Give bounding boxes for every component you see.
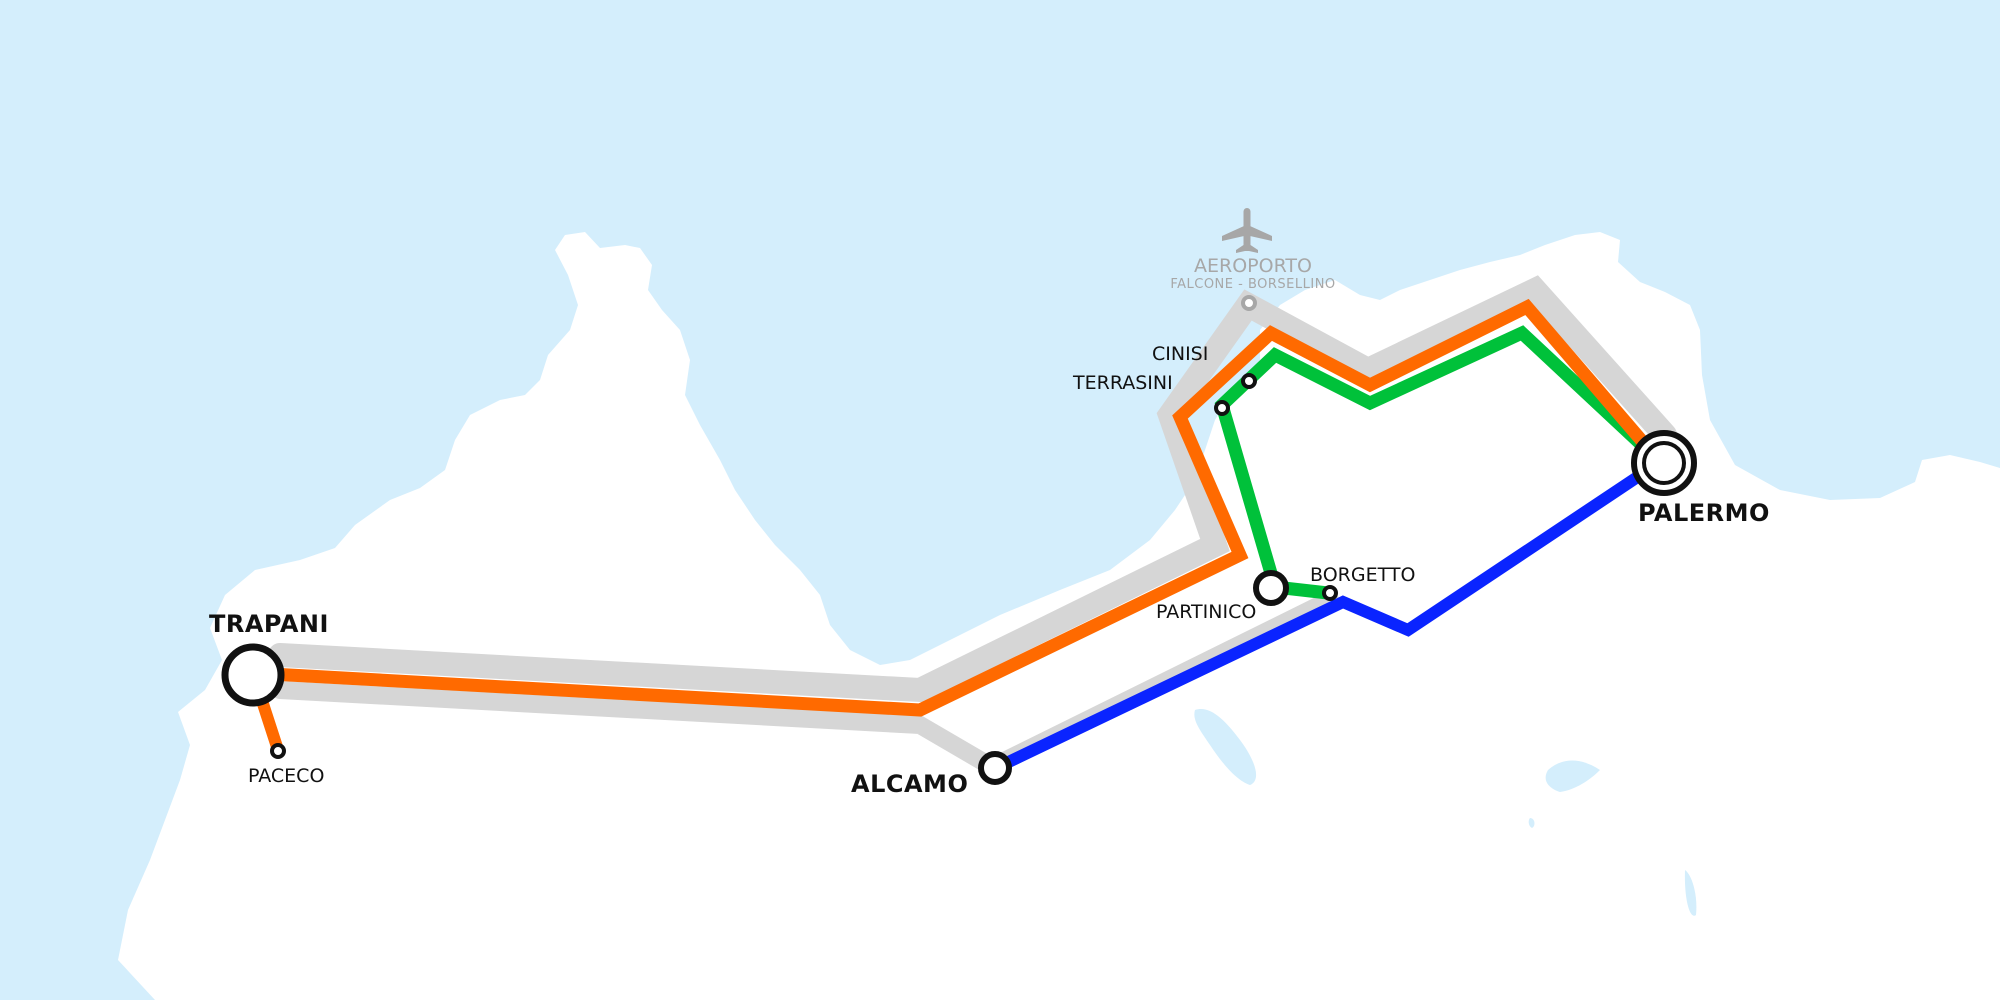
line-grey <box>268 275 1677 703</box>
station-alcamo[interactable] <box>978 751 1012 785</box>
label-trapani: TRAPANI <box>209 610 329 638</box>
label-airport-sub: FALCONE - BORSELLINO <box>1170 277 1335 292</box>
lake <box>1545 760 1600 792</box>
lake <box>1684 870 1697 916</box>
station-palermo[interactable] <box>1631 430 1697 496</box>
line-grey-airport <box>1242 296 1302 337</box>
label-terrasini: TERRASINI <box>1072 372 1173 394</box>
lake <box>1528 818 1535 828</box>
label-airport: AEROPORTO <box>1194 255 1312 277</box>
label-alcamo: ALCAMO <box>851 770 968 798</box>
station-borgetto[interactable] <box>1322 585 1338 601</box>
line-blue <box>990 456 1666 774</box>
lake <box>1194 709 1257 785</box>
station-paceco[interactable] <box>270 743 286 759</box>
airplane-icon <box>1222 208 1272 253</box>
line-orange <box>246 298 1667 717</box>
station-trapani[interactable] <box>221 643 285 707</box>
label-borgetto: BORGETTO <box>1310 564 1415 586</box>
label-paceco: PACECO <box>248 765 324 787</box>
station-cinisi[interactable] <box>1241 373 1257 389</box>
label-cinisi: CINISI <box>1152 343 1208 365</box>
station-partinico[interactable] <box>1253 570 1289 606</box>
label-partinico: PARTINICO <box>1156 601 1256 623</box>
label-palermo: PALERMO <box>1638 499 1770 527</box>
station-airport[interactable] <box>1241 295 1257 311</box>
station-terrasini[interactable] <box>1214 400 1230 416</box>
